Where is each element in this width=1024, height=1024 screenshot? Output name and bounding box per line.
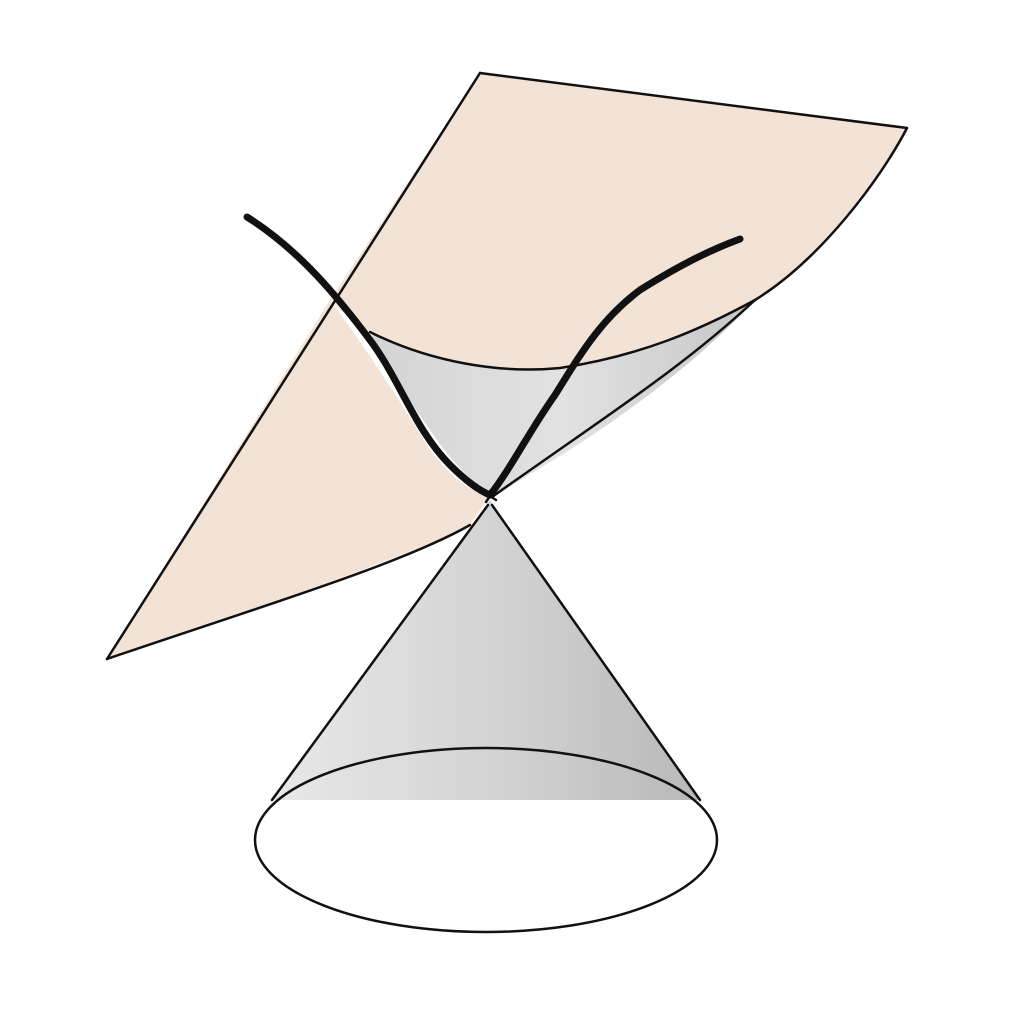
upper-cone-nappe: [370, 300, 755, 497]
lower-cone-left-edge: [270, 503, 490, 802]
hyperbola-curve-left: [243, 213, 494, 499]
lower-cone-nappe: [272, 500, 700, 800]
plane-bottom-edge: [105, 523, 472, 661]
upper-cone-right-edge: [490, 298, 757, 499]
hyperbola-curve-right: [486, 235, 744, 499]
plane-lower-wedge: [107, 300, 490, 659]
plane-left-edge: [105, 71, 482, 661]
cone-base-ellipse: [253, 746, 719, 934]
cone-apex: [482, 488, 498, 504]
lower-cone-right-edge: [490, 503, 702, 802]
upper-cone-rim: [368, 298, 757, 371]
plane-right-edge: [753, 126, 909, 302]
plane-top-edge: [478, 71, 909, 130]
